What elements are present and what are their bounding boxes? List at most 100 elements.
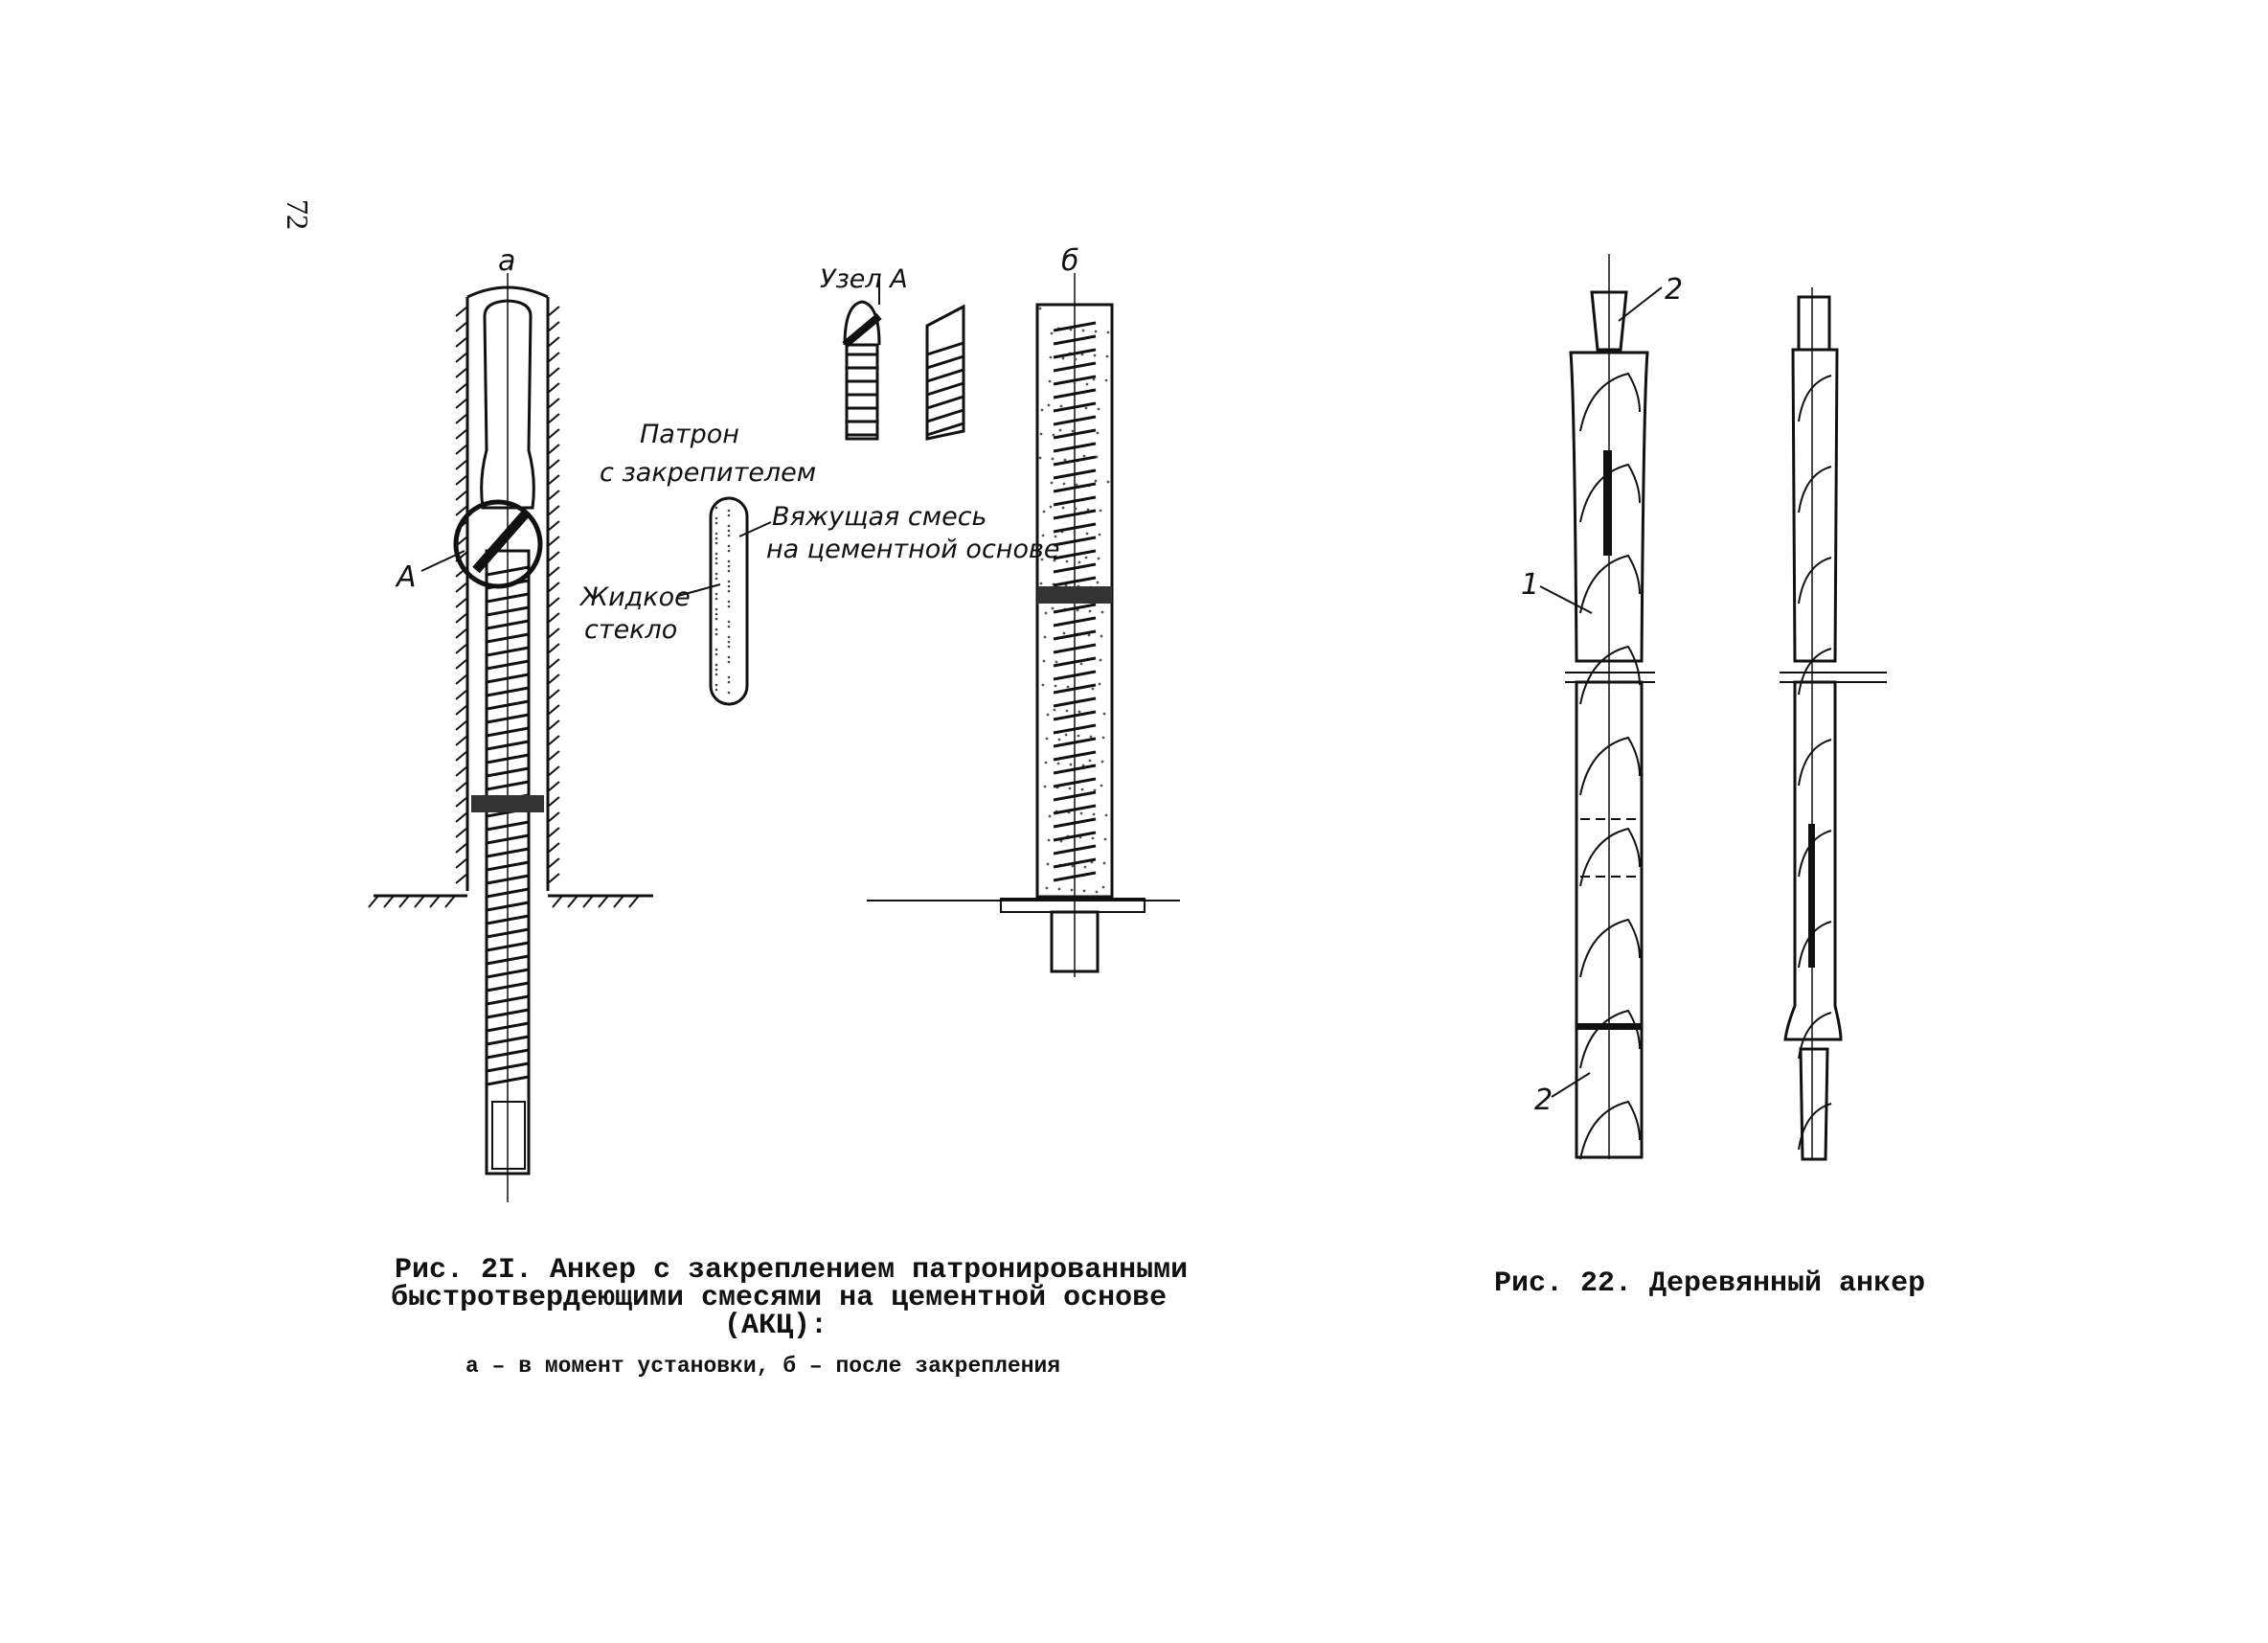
fill-dot bbox=[1056, 762, 1060, 765]
fill-dot bbox=[727, 605, 731, 608]
fill-dot bbox=[1064, 733, 1068, 737]
fill-dot bbox=[727, 600, 731, 604]
thread-rib bbox=[1053, 334, 1097, 346]
thread-rib bbox=[1053, 562, 1097, 574]
hatch-mark bbox=[547, 321, 560, 332]
fill-dot bbox=[1045, 886, 1049, 890]
hatch-mark bbox=[547, 673, 560, 685]
fill-dot bbox=[1043, 635, 1047, 639]
thread-rib bbox=[1053, 777, 1097, 788]
fill-dot bbox=[1054, 684, 1057, 688]
fill-dot bbox=[1043, 785, 1047, 788]
thread-rib bbox=[486, 820, 530, 832]
wood-grain bbox=[1798, 557, 1832, 605]
hatch-mark bbox=[455, 781, 468, 792]
hatch-mark bbox=[455, 842, 468, 854]
hatch-mark bbox=[455, 490, 468, 501]
node-A-detail: Узел А bbox=[820, 264, 965, 441]
fill-dot bbox=[1098, 682, 1101, 686]
fill-dot bbox=[1074, 357, 1077, 361]
fill-dot bbox=[1055, 660, 1058, 664]
fill-dot bbox=[727, 625, 731, 628]
hatch-mark bbox=[547, 367, 560, 378]
hatch-mark bbox=[547, 628, 560, 639]
fill-dot bbox=[727, 620, 731, 624]
wood-grain bbox=[1579, 645, 1641, 705]
thread-rib bbox=[486, 954, 530, 966]
thread-rib bbox=[486, 994, 530, 1006]
fill-dot bbox=[1054, 535, 1057, 538]
hatch-mark bbox=[547, 750, 560, 762]
hatch-mark bbox=[444, 895, 456, 908]
hatch-mark bbox=[455, 811, 468, 823]
thread-rib bbox=[486, 659, 530, 671]
fill-dot bbox=[1068, 787, 1072, 790]
thread-rib bbox=[1053, 817, 1097, 829]
fill-dot bbox=[1074, 507, 1077, 511]
hatch-mark bbox=[598, 895, 609, 908]
hatch-mark bbox=[547, 765, 560, 777]
fill-dot bbox=[1058, 428, 1062, 432]
hatch-mark bbox=[455, 628, 468, 639]
hatch-mark bbox=[455, 367, 468, 378]
thread-rib bbox=[1053, 361, 1097, 373]
fill-dot bbox=[1041, 683, 1045, 687]
fill-dot bbox=[1092, 812, 1096, 816]
wood-grain bbox=[1798, 466, 1832, 513]
fill-dot bbox=[1104, 378, 1108, 382]
node-rod-outline bbox=[925, 304, 965, 441]
hatch-mark bbox=[547, 382, 560, 394]
fill-dot bbox=[1102, 712, 1106, 716]
hatch-mark bbox=[455, 704, 468, 716]
hatch-mark bbox=[455, 873, 468, 884]
fill-dot bbox=[1089, 735, 1093, 739]
fill-dot bbox=[1039, 582, 1043, 585]
wood-grain bbox=[1579, 1100, 1641, 1160]
fill-dot bbox=[1050, 481, 1054, 485]
thread-rib bbox=[1053, 844, 1097, 856]
fill-dot bbox=[727, 580, 731, 583]
fill-dot bbox=[1084, 556, 1088, 559]
fill-dot bbox=[1093, 354, 1097, 357]
hatch-mark bbox=[628, 895, 640, 908]
fill-dot bbox=[714, 536, 718, 540]
thread-rib bbox=[1053, 764, 1097, 775]
wood-grain bbox=[1798, 830, 1832, 878]
thread-rib bbox=[486, 686, 530, 697]
thread-rib bbox=[1053, 415, 1097, 426]
hatch-mark bbox=[455, 658, 468, 670]
fill-dot bbox=[1047, 403, 1051, 407]
wood-grain bbox=[1798, 739, 1832, 787]
hatch-mark bbox=[383, 895, 395, 908]
wood-grain bbox=[1798, 648, 1832, 696]
hatch-mark bbox=[582, 895, 594, 908]
fill-dot bbox=[714, 612, 718, 616]
thread-rib bbox=[1053, 603, 1097, 614]
fill-dot bbox=[727, 635, 731, 639]
hatch-mark bbox=[368, 895, 379, 908]
fill-dot bbox=[727, 645, 731, 649]
fill-dot bbox=[1048, 379, 1052, 383]
thread-rib bbox=[1053, 643, 1097, 654]
hatch-mark bbox=[547, 842, 560, 854]
binder-label-2: на цементной основе bbox=[766, 535, 1060, 564]
thread-rib bbox=[1053, 388, 1097, 399]
thread-rib bbox=[1053, 482, 1097, 493]
fill-dot bbox=[1100, 610, 1104, 614]
fill-dot bbox=[1040, 408, 1044, 412]
thread-rib bbox=[1053, 509, 1097, 520]
hatch-mark bbox=[455, 459, 468, 470]
fill-dot bbox=[1081, 764, 1085, 767]
glass-label-1: Жидкое bbox=[578, 582, 691, 612]
thread-rib bbox=[1053, 468, 1097, 480]
hatch-mark bbox=[455, 474, 468, 486]
fill-dot bbox=[727, 584, 731, 588]
fill-dot bbox=[1100, 784, 1103, 787]
fill-dot bbox=[1082, 889, 1086, 893]
cartridge-label-2: с закрепителем bbox=[600, 458, 816, 488]
thread-rib bbox=[1053, 321, 1097, 332]
thread-rib bbox=[926, 381, 964, 397]
wood-grain bbox=[1798, 921, 1832, 969]
fill-dot bbox=[1095, 890, 1099, 894]
hatch-mark bbox=[455, 689, 468, 700]
